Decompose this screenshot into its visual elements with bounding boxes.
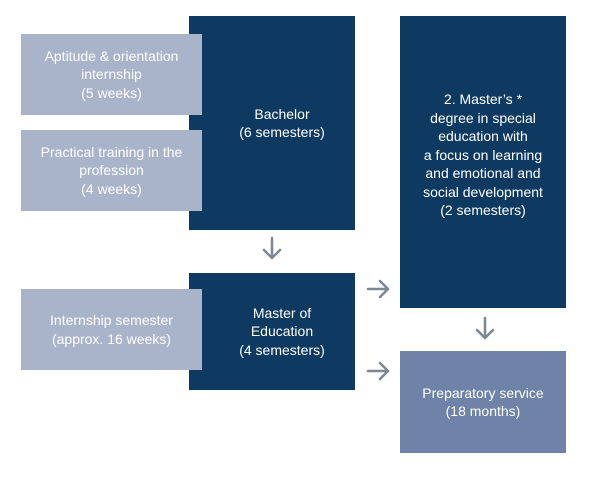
arrow-right-icon bbox=[366, 278, 392, 300]
internship-semester-box: Internship semester (approx. 16 weeks) bbox=[21, 289, 202, 370]
special-education-master-box: 2. Master’s * degree in special educatio… bbox=[400, 16, 566, 308]
practical-training-box: Practical training in the profession (4 … bbox=[21, 130, 202, 211]
aptitude-internship-label: Aptitude & orientation internship (5 wee… bbox=[44, 47, 179, 101]
arrow-right-icon bbox=[366, 360, 392, 382]
aptitude-internship-box: Aptitude & orientation internship (5 wee… bbox=[21, 34, 202, 115]
master-of-education-label: Master of Education (4 semesters) bbox=[239, 304, 325, 358]
master-of-education-box: Master of Education (4 semesters) bbox=[189, 273, 355, 390]
arrow-down-icon bbox=[261, 236, 283, 262]
special-education-master-label: 2. Master’s * degree in special educatio… bbox=[423, 91, 543, 219]
bachelor-box: Bachelor (6 semesters) bbox=[189, 16, 355, 230]
arrow-down-icon bbox=[474, 316, 496, 342]
preparatory-service-box: Preparatory service (18 months) bbox=[400, 351, 566, 453]
bachelor-label: Bachelor (6 semesters) bbox=[239, 105, 325, 141]
preparatory-service-label: Preparatory service (18 months) bbox=[422, 384, 544, 420]
internship-semester-label: Internship semester (approx. 16 weeks) bbox=[50, 312, 173, 347]
practical-training-label: Practical training in the profession (4 … bbox=[40, 143, 183, 197]
